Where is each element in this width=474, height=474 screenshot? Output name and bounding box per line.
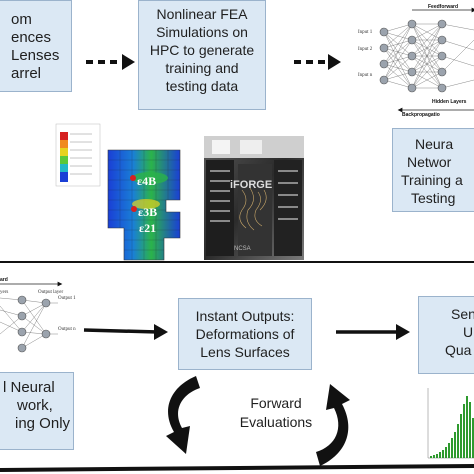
- random-lens-line-3: Lenses: [11, 47, 60, 64]
- nn-backprop-label: Backpropagatio: [402, 112, 440, 118]
- train-line-3: Training a: [401, 172, 463, 188]
- trained-line-2: work,: [17, 397, 53, 414]
- fea-line-2: Simulations on: [156, 24, 248, 40]
- sens-line-1: Sen: [451, 306, 474, 322]
- outputs-line-3: Lens Surfaces: [200, 344, 290, 360]
- dashed-arrow-1: [86, 54, 135, 70]
- histogram-plot: [424, 384, 474, 460]
- arrow-nn-to-outputs: [83, 324, 168, 340]
- strain-label-4b: ε4B: [137, 174, 156, 188]
- random-lens-line-2: ences: [11, 29, 52, 46]
- nn-input-1-label: Input 1: [358, 30, 373, 35]
- random-lens-box: om ences Lenses arrel: [0, 0, 72, 92]
- nn-hidden-layers-label: Hidden Layers: [432, 99, 467, 105]
- nn-diagram-bottom: ard yers Output layer Output 1 Output n: [0, 277, 76, 353]
- trained-nn-box: l Neural work, ing Only: [0, 372, 74, 450]
- random-lens-line-4: arrel: [11, 65, 42, 82]
- server-logo-text: iFORGE: [230, 179, 272, 191]
- nn-diagram-top: Feedforward Backpropagatio Hidden Layers…: [358, 4, 474, 118]
- forward-evaluations-cycle: [166, 376, 350, 466]
- nn-input-n-label: Input n: [358, 73, 373, 78]
- nn-feedforward-label: Feedforward: [428, 4, 458, 10]
- nn-output-1-label: Output 1: [58, 296, 76, 301]
- cycle-line-1: Forward: [250, 395, 302, 411]
- sens-line-3: Qua: [445, 342, 472, 358]
- fea-line-4: training and: [165, 60, 239, 76]
- train-line-2: Networ: [407, 154, 452, 170]
- fea-line-1: Nonlinear FEA: [156, 6, 248, 22]
- random-lens-line-1: om: [11, 11, 32, 28]
- fea-simulation-box: Nonlinear FEA Simulations on HPC to gene…: [138, 0, 266, 110]
- nn-output-n-label: Output n: [58, 327, 76, 332]
- nn-forward-label: ard: [0, 277, 8, 283]
- arrow-outputs-to-sensitivity: [336, 324, 410, 340]
- strain-label-3b: ε3B: [138, 205, 157, 219]
- dashed-arrow-2: [294, 54, 341, 70]
- forward-evaluations-label: Forward Evaluations: [226, 394, 326, 432]
- trained-line-3: ing Only: [15, 415, 71, 432]
- server-brand-text: NCSA: [234, 246, 251, 252]
- fea-line-3: HPC to generate: [149, 42, 255, 58]
- nn-output-layer-label: Output layer: [38, 290, 63, 295]
- fea-line-5: testing data: [165, 78, 239, 94]
- sensitivity-box: Sen U Qua: [418, 296, 474, 374]
- train-line-1: Neura: [415, 136, 454, 152]
- nn-input-2-label: Input 2: [358, 47, 373, 52]
- outputs-line-1: Instant Outputs:: [195, 308, 295, 324]
- trained-line-1: l Neural: [3, 379, 55, 396]
- nn-training-box: Neura Networ Training a Testing: [392, 128, 474, 212]
- cycle-line-2: Evaluations: [239, 414, 313, 430]
- instant-outputs-box: Instant Outputs: Deformations of Lens Su…: [178, 298, 312, 370]
- train-line-4: Testing: [411, 190, 456, 206]
- nn-layer-left-label: yers: [0, 290, 8, 295]
- strain-label-21: ε21: [139, 221, 156, 235]
- fea-contour-image: ε4B ε3B ε21: [55, 123, 181, 261]
- outputs-line-2: Deformations of: [195, 326, 295, 342]
- server-photo: iFORGE NCSA: [204, 136, 304, 260]
- bottom-baseline: [0, 464, 474, 472]
- sens-line-2: U: [463, 324, 474, 340]
